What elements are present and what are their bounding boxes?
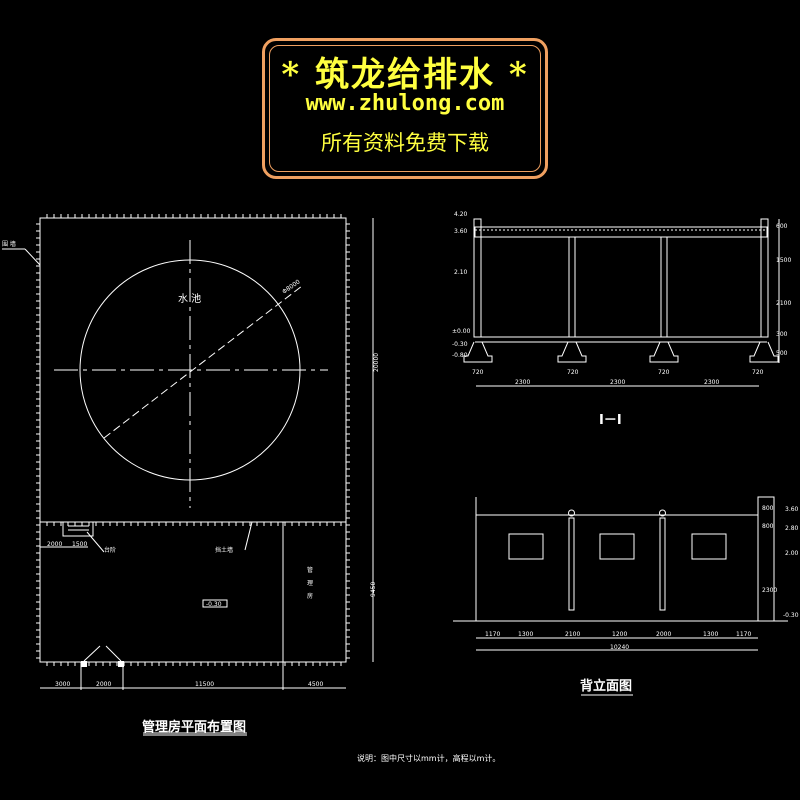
back-elevation: 1170 1300 2100 1200 2000 1300 1170 10240… (453, 496, 799, 696)
right-dim: 2300 (762, 587, 777, 594)
column (660, 236, 668, 338)
level-mark: 3.60 (785, 506, 799, 513)
level-mark: 2.80 (785, 525, 799, 532)
level-mark: 2.00 (785, 550, 799, 557)
right-dim: 800 (762, 523, 774, 530)
footing (557, 341, 587, 363)
elevation-dim: 1170 (485, 631, 500, 638)
window (508, 533, 544, 560)
bottom-dim: 3000 (55, 681, 70, 688)
right-dim: 500 (776, 350, 788, 357)
step-dim: 2000 (47, 541, 62, 548)
logo-url[interactable]: www.zhulong.com (305, 91, 505, 116)
wall-label: 围 墙 (2, 240, 16, 248)
right-dim: 300 (776, 331, 788, 338)
bottom-dim: 2000 (96, 681, 111, 688)
steps-label: 台阶 (104, 546, 116, 554)
footing (463, 341, 493, 363)
wall-hatch-ticks (36, 214, 350, 666)
pool-label: 水 池 (178, 292, 201, 305)
level-tag: -0.30 (206, 601, 222, 608)
footing-dim: 720 (567, 369, 579, 376)
retaining-wall-label: 挡土墙 (215, 546, 233, 554)
pillar (659, 517, 666, 611)
elevation-dim: 2000 (656, 631, 671, 638)
logo-title: * 筑龙给排水 * (281, 55, 529, 95)
right-dim: 800 (762, 505, 774, 512)
elevation-total-dim: 10240 (610, 644, 629, 651)
bottom-dim: 11500 (195, 681, 214, 688)
logo-slogan: 所有资料免费下载 (321, 131, 489, 155)
pillar (568, 517, 575, 611)
room-label-char: 房 (307, 592, 313, 600)
window (599, 533, 635, 560)
elevation-dim: 1300 (703, 631, 718, 638)
steps (62, 521, 94, 537)
elevation-dim: 1170 (736, 631, 751, 638)
right-dim: 2100 (776, 300, 791, 307)
level-mark: -0.30 (783, 612, 799, 619)
level-mark: -0.30 (452, 341, 468, 348)
section-i-i: 2300 2300 2300 720 720 720 720 4.20 3.60… (452, 211, 791, 428)
column (568, 236, 576, 338)
bay-dim: 2300 (515, 379, 530, 386)
right-dim: 600 (776, 223, 788, 230)
roof-slab (474, 226, 768, 238)
elevation-dim: 2100 (565, 631, 580, 638)
elevation-dim: 1200 (612, 631, 627, 638)
footing (649, 341, 679, 363)
pool-diameter-line (103, 285, 303, 439)
site-plan: Φ8000 水 池 围 墙 2000 1500 台阶 挡土墙 管 理 房 -0.… (2, 214, 380, 736)
bay-dim: 2300 (610, 379, 625, 386)
level-mark: ±0.00 (452, 328, 471, 335)
level-mark: 3.60 (454, 228, 468, 235)
level-mark: -0.80 (452, 352, 468, 359)
zhulong-logo: * 筑龙给排水 * www.zhulong.com 所有资料免费下载 (262, 38, 548, 179)
height-dim: 9450 (370, 582, 377, 597)
bay-dim: 2300 (704, 379, 719, 386)
section-title: I－I (599, 413, 622, 428)
level-mark: 2.10 (454, 269, 468, 276)
height-dim: 20000 (373, 353, 380, 372)
boundary-wall (39, 217, 347, 663)
step-dim: 1500 (72, 541, 87, 548)
room-label-char: 管 (307, 566, 313, 574)
level-mark: 4.20 (454, 211, 468, 218)
footing-dim: 720 (658, 369, 670, 376)
plan-title: 管理房平面布置图 (142, 719, 246, 735)
elevation-title: 背立面图 (580, 678, 632, 694)
window (691, 533, 727, 560)
room-label-char: 理 (307, 580, 313, 587)
elevation-dim: 1300 (518, 631, 533, 638)
footing-dim: 720 (752, 369, 764, 376)
footing (749, 341, 779, 363)
pool-diameter-label: Φ8000 (281, 278, 302, 295)
bottom-dim: 4500 (308, 681, 323, 688)
note: 说明：图中尺寸以mm计，高程以m计。 (357, 753, 500, 763)
right-dim: 1500 (776, 257, 791, 264)
footing-dim: 720 (472, 369, 484, 376)
